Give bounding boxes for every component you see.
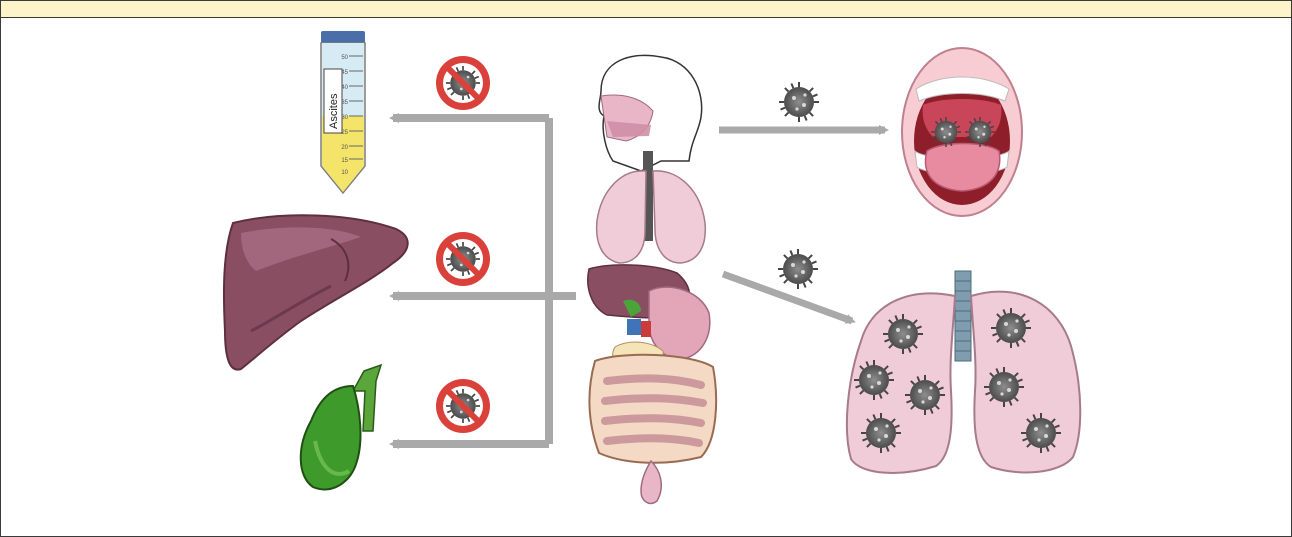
coronavirus-icon: [861, 413, 901, 453]
no-virus-icon: [436, 56, 490, 110]
tube-scale-label: 20: [341, 145, 348, 151]
coronavirus-icon: [991, 308, 1031, 348]
tube-scale-label: 35: [341, 100, 348, 106]
ascites-label: Ascites: [328, 93, 340, 129]
no-virus-icon: [436, 232, 490, 286]
coronavirus-icon: [905, 375, 945, 415]
tube-scale-label: 15: [341, 158, 348, 164]
tube-scale-label: 25: [341, 130, 348, 136]
tube-scale-label: 45: [341, 70, 348, 76]
tube-scale-label: 50: [341, 55, 348, 61]
tube-scale-label: 40: [341, 85, 348, 91]
coronavirus-icon: [854, 360, 894, 400]
human-body-illustration: [588, 55, 716, 503]
arrow-to-lungs: [723, 274, 852, 321]
tube-scale-label: 10: [341, 170, 348, 176]
coronavirus-icon: [778, 249, 818, 289]
right-arrows: [719, 130, 885, 321]
oral-cavity-illustration: [902, 48, 1022, 216]
coronavirus-icon: [1021, 413, 1061, 453]
tube-scale-label: 30: [341, 115, 348, 121]
coronavirus-icon: [779, 82, 819, 122]
coronavirus-icon: [965, 117, 995, 147]
coronavirus-icon: [883, 314, 923, 354]
liver-illustration: [224, 215, 408, 369]
gallbladder-illustration: [301, 365, 381, 489]
coronavirus-icon: [931, 117, 961, 147]
coronavirus-icon: [984, 367, 1024, 407]
no-virus-icon: [436, 379, 490, 433]
infected-lungs-illustration: [847, 271, 1080, 473]
